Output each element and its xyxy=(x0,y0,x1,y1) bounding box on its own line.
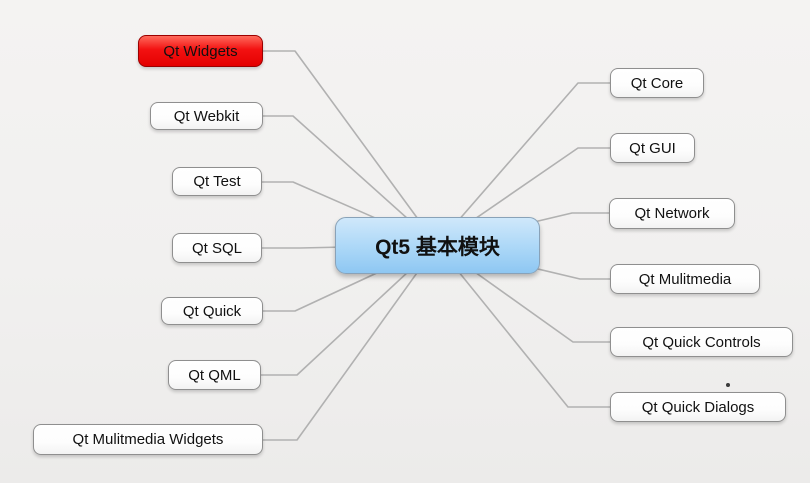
node-qt-webkit[interactable]: Qt Webkit xyxy=(150,102,263,130)
node-qt-gui[interactable]: Qt GUI xyxy=(610,133,695,163)
node-qt-quick[interactable]: Qt Quick xyxy=(161,297,263,325)
node-qt-mulitmedia[interactable]: Qt Mulitmedia xyxy=(610,264,760,294)
node-qt-core[interactable]: Qt Core xyxy=(610,68,704,98)
node-qt-quick-dialogs[interactable]: Qt Quick Dialogs xyxy=(610,392,786,422)
connector-qt-qml xyxy=(260,244,438,376)
node-label: Qt5 基本模块 xyxy=(375,235,500,259)
node-label: Qt Quick xyxy=(182,302,242,320)
node-label: Qt Mulitmedia xyxy=(638,270,732,288)
node-label: Qt GUI xyxy=(629,139,676,157)
node-qt5-root[interactable]: Qt5 基本模块 xyxy=(335,217,540,274)
node-label: Qt Mulitmedia Widgets xyxy=(72,431,224,448)
node-label: Qt QML xyxy=(188,366,241,384)
connector-qt-gui xyxy=(436,147,611,246)
node-qt-network[interactable]: Qt Network xyxy=(609,198,735,229)
node-label: Qt Core xyxy=(630,74,684,92)
connector-qt-widgets xyxy=(262,50,438,246)
connector-qt-quick-controls xyxy=(436,244,611,343)
node-label: Qt Test xyxy=(193,173,241,190)
connector-qt-core xyxy=(436,82,611,246)
node-qt-qml[interactable]: Qt QML xyxy=(168,360,261,390)
connector-qt-mulitmedia-widgets xyxy=(262,244,438,441)
node-label: Qt Quick Dialogs xyxy=(641,398,755,416)
node-qt-quick-controls[interactable]: Qt Quick Controls xyxy=(610,327,793,357)
node-label: Qt SQL xyxy=(191,239,243,257)
node-qt-mulitmedia-widgets[interactable]: Qt Mulitmedia Widgets xyxy=(33,424,263,455)
connector-qt-webkit xyxy=(262,115,438,246)
node-label: Qt Widgets xyxy=(163,42,238,60)
node-qt-test[interactable]: Qt Test xyxy=(172,167,262,196)
node-label: Qt Quick Controls xyxy=(642,333,761,351)
stray-dot xyxy=(726,383,730,387)
connector-qt-quick-dialogs xyxy=(436,244,611,408)
node-label: Qt Network xyxy=(634,205,710,222)
node-label: Qt Webkit xyxy=(173,107,240,125)
node-qt-widgets[interactable]: Qt Widgets xyxy=(138,35,263,67)
node-qt-sql[interactable]: Qt SQL xyxy=(172,233,262,263)
